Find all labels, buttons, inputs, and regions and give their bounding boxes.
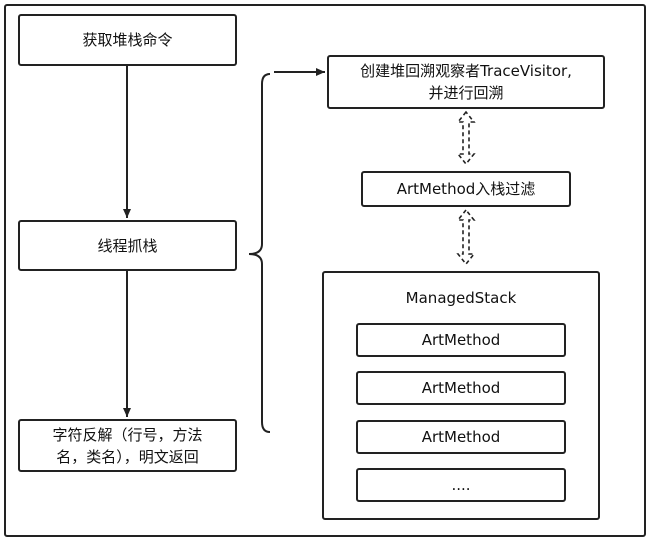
step-symbol-decode: 字符反解（行号，方法 名，类名），明文返回 — [18, 419, 237, 472]
step-create-trace-visitor-line2: 并进行回溯 — [428, 84, 504, 102]
managed-stack-title: ManagedStack — [405, 289, 517, 307]
dashed-double-arrow-2 — [456, 208, 476, 266]
stack-item: ArtMethod — [356, 323, 566, 357]
step-artmethod-filter: ArtMethod入栈过滤 — [361, 171, 571, 207]
stack-item: ArtMethod — [356, 420, 566, 454]
stack-item-label: ArtMethod — [421, 331, 501, 349]
dashed-double-arrow-1 — [456, 110, 476, 166]
step-create-trace-visitor: 创建堆回溯观察者TraceVisitor, 并进行回溯 — [327, 55, 605, 109]
curly-brace — [248, 73, 271, 433]
step-symbol-decode-line1: 字符反解（行号，方法 — [52, 425, 203, 444]
step-thread-capture-stack: 线程抓栈 — [18, 220, 237, 271]
stack-item-ellipsis-label: .... — [451, 476, 471, 494]
step-create-trace-visitor-line1: 创建堆回溯观察者TraceVisitor, — [360, 62, 572, 80]
stack-item-label: ArtMethod — [421, 428, 501, 446]
step-thread-capture-stack-label: 线程抓栈 — [97, 236, 158, 255]
step-artmethod-filter-label: ArtMethod入栈过滤 — [396, 180, 536, 198]
stack-item-ellipsis: .... — [356, 468, 566, 502]
step-get-stack-command: 获取堆栈命令 — [18, 14, 237, 66]
step-get-stack-command-label: 获取堆栈命令 — [82, 31, 173, 49]
stack-item: ArtMethod — [356, 371, 566, 405]
stack-item-label: ArtMethod — [421, 379, 501, 397]
diagram-frame — [4, 4, 646, 537]
step-symbol-decode-line2: 名，类名），明文返回 — [56, 447, 199, 466]
